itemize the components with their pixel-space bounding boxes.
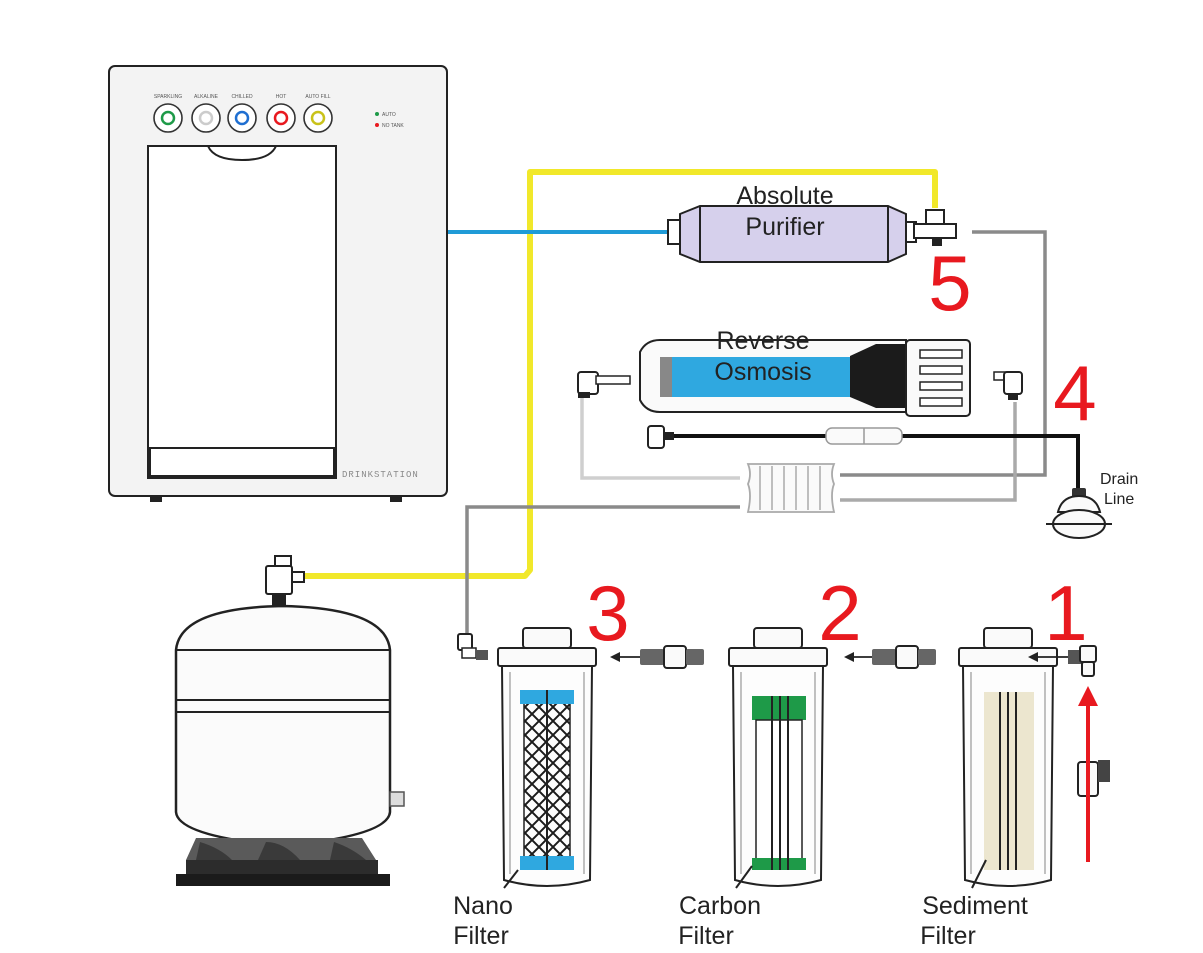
button-alkaline[interactable] — [191, 103, 221, 133]
dispenser-brand: DRINKSTATION — [342, 470, 419, 480]
dispense-nozzle — [206, 145, 278, 162]
tank-to-purifier-line — [305, 169, 938, 579]
button-label-auto-fill: AUTO FILL — [305, 94, 330, 100]
sediment-label-line2: Filter — [920, 922, 976, 950]
carbon-filter — [728, 627, 828, 889]
button-label-alkaline: ALKALINE — [194, 94, 219, 100]
nano-label-line1: Nano — [453, 892, 513, 920]
button-label-hot: HOT — [276, 94, 287, 100]
purifier-return-line — [840, 230, 1047, 477]
reverse-osmosis-membrane: Reverse Osmosis — [577, 327, 1023, 449]
tank-valve — [265, 565, 293, 595]
carbon-label-line2: Filter — [678, 922, 734, 950]
feed-water-valve — [1077, 760, 1110, 797]
storage-tank — [174, 555, 405, 886]
stage-number-2: 2 — [818, 569, 861, 657]
ro-label-line1: Reverse — [716, 327, 809, 355]
stage-number-1: 1 — [1044, 569, 1087, 657]
button-auto-fill[interactable] — [303, 103, 333, 133]
stage-number-3: 3 — [586, 569, 629, 657]
stage-number-5: 5 — [928, 239, 971, 327]
ro-label-line2: Osmosis — [714, 358, 811, 386]
drip-tray — [149, 447, 335, 477]
purifier-label-line2: Purifier — [745, 213, 824, 241]
drain-label-line1: Drain — [1100, 471, 1138, 488]
connector-1-to-2 — [844, 645, 936, 669]
absolute-purifier: Absolute Purifier — [667, 182, 957, 263]
indicator-label-auto: AUTO — [382, 112, 396, 118]
indicator-label-no-tank: NO TANK — [382, 123, 404, 129]
sediment-label-line1: Sediment — [922, 892, 1028, 920]
drain-line — [668, 434, 1080, 490]
drain-label-line2: Line — [1104, 491, 1134, 508]
flow-restrictor — [825, 427, 903, 445]
button-hot[interactable] — [266, 103, 296, 133]
sediment-filter — [958, 627, 1097, 889]
button-chilled[interactable] — [227, 103, 257, 133]
carbon-label-line1: Carbon — [679, 892, 761, 920]
button-label-sparkling: SPARKLING — [154, 94, 182, 100]
nano-filter — [457, 627, 597, 889]
stage-number-4: 4 — [1053, 349, 1096, 437]
button-label-chilled: CHILLED — [231, 94, 253, 100]
dispenser-buttons: SPARKLING ALKALINE CHILLED HOT AUTO FILL — [153, 94, 333, 133]
dispense-area — [147, 145, 337, 479]
purifier-label-line1: Absolute — [736, 182, 833, 210]
nano-to-ro-line — [465, 505, 740, 635]
nano-label-line2: Filter — [453, 922, 509, 950]
water-dispenser: SPARKLING ALKALINE CHILLED HOT AUTO FILL… — [108, 65, 448, 502]
shutoff-valve — [746, 463, 836, 513]
drain-saddle — [1046, 488, 1112, 539]
dispenser-indicators: AUTO NO TANK — [375, 112, 404, 129]
connector-2-to-3 — [610, 645, 704, 669]
button-sparkling[interactable] — [153, 103, 183, 133]
ro-inlet-loop — [580, 398, 740, 480]
